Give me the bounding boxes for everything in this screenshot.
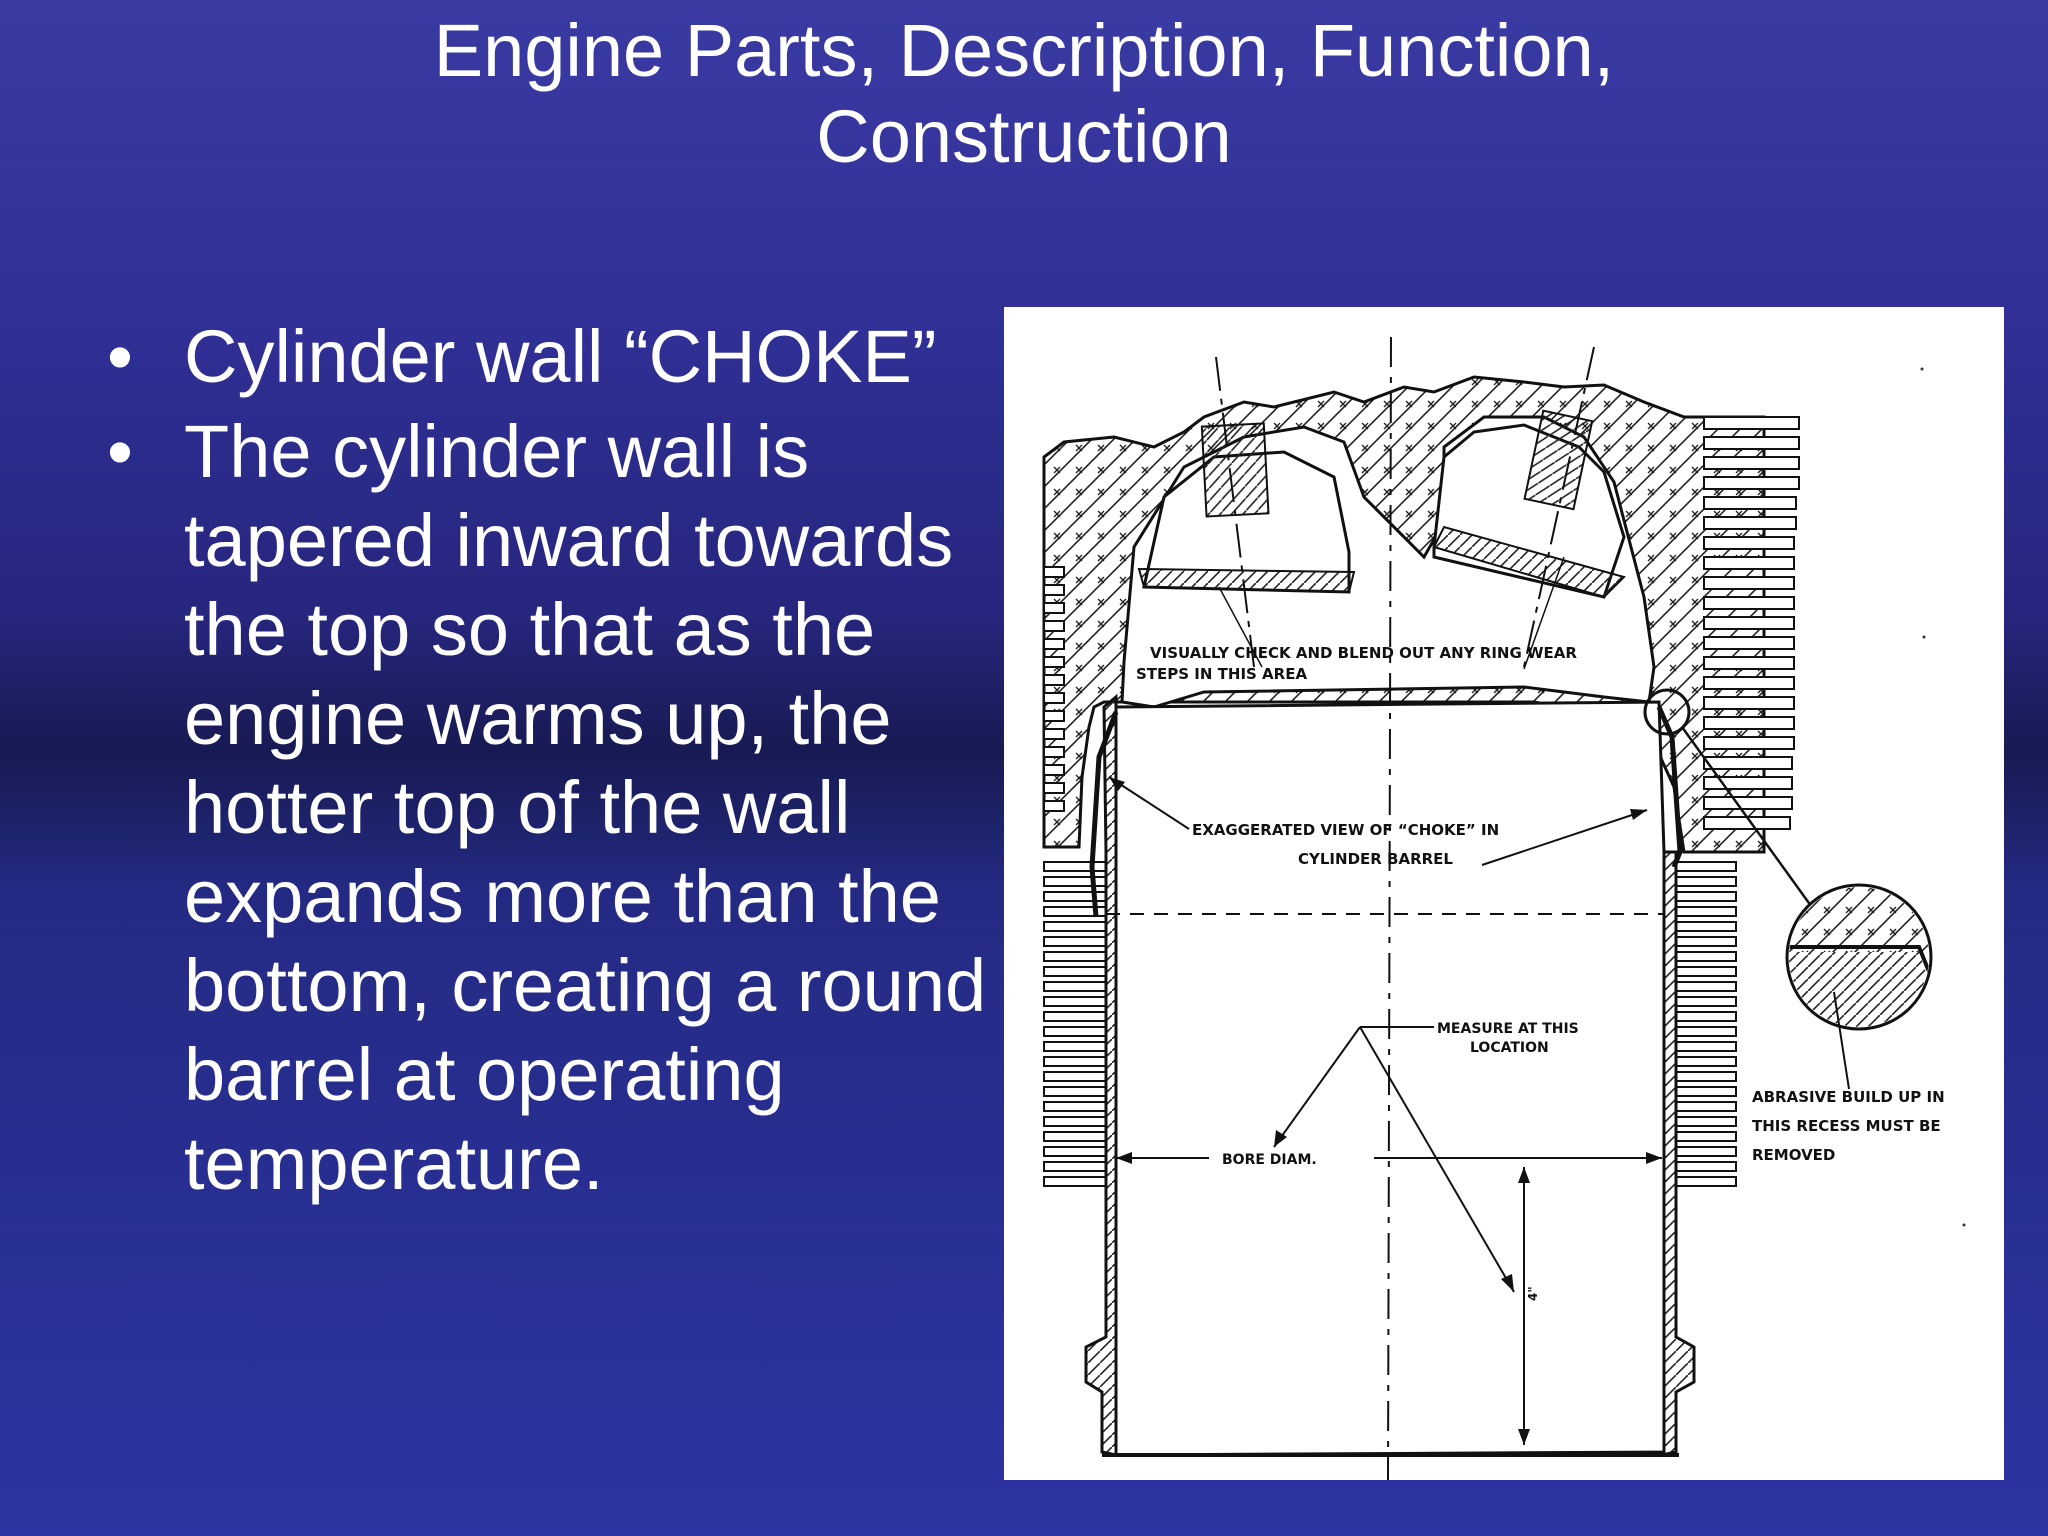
bullet-dot-icon: • xyxy=(107,315,133,398)
barrel-fins-left xyxy=(1043,861,1107,1187)
head-fins xyxy=(1703,416,1800,830)
magnified-view xyxy=(1785,883,1933,1031)
intake-valve-guide xyxy=(1200,422,1270,518)
barrel-fins-right xyxy=(1675,861,1737,1187)
exhaust-valve-guide xyxy=(1523,409,1594,511)
label-abrasive-2: THIS RECESS MUST BE xyxy=(1752,1117,1941,1135)
label-visual-check-2: STEPS IN THIS AREA xyxy=(1136,665,1307,683)
cylinder-drawing: VISUALLY CHECK AND BLEND OUT ANY RING WE… xyxy=(1042,336,1966,1480)
barrel-left-wall xyxy=(1084,693,1118,1457)
title-line-1: Engine Parts, Description, Function, xyxy=(433,9,1615,92)
title-line-2: Construction xyxy=(816,95,1232,178)
label-depth: 4" xyxy=(1526,1286,1540,1301)
bullet-item: • The cylinder wall is tapered inward to… xyxy=(100,407,1000,1208)
label-measure-1: MEASURE AT THIS xyxy=(1437,1021,1579,1037)
label-measure-2: LOCATION xyxy=(1470,1040,1549,1056)
intake-seat xyxy=(1137,567,1356,594)
bullet-text: Cylinder wall “CHOKE” xyxy=(184,315,937,398)
choke-outline xyxy=(1089,706,1683,918)
exhaust-seat xyxy=(1432,525,1626,599)
bullet-dot-icon: • xyxy=(107,410,133,493)
label-choke-2: CYLINDER BARREL xyxy=(1298,850,1453,868)
bullet-text: The cylinder wall is tapered inward towa… xyxy=(184,410,987,1205)
bullet-item: • Cylinder wall “CHOKE” xyxy=(100,312,1000,401)
bullet-list: • Cylinder wall “CHOKE” • The cylinder w… xyxy=(100,312,1000,1214)
slide-title: Engine Parts, Description, Function, Con… xyxy=(0,8,2048,180)
head-fins-left xyxy=(1043,566,1065,812)
label-bore-diameter: BORE DIAM. xyxy=(1222,1152,1317,1168)
recess-circle xyxy=(1643,688,1691,736)
label-choke-1: EXAGGERATED VIEW OF “CHOKE” IN xyxy=(1192,821,1499,839)
label-visual-check-1: VISUALLY CHECK AND BLEND OUT ANY RING WE… xyxy=(1150,644,1577,662)
cylinder-diagram: VISUALLY CHECK AND BLEND OUT ANY RING WE… xyxy=(1004,307,2004,1480)
label-abrasive-3: REMOVED xyxy=(1752,1146,1835,1164)
label-abrasive-1: ABRASIVE BUILD UP IN xyxy=(1752,1088,1945,1106)
